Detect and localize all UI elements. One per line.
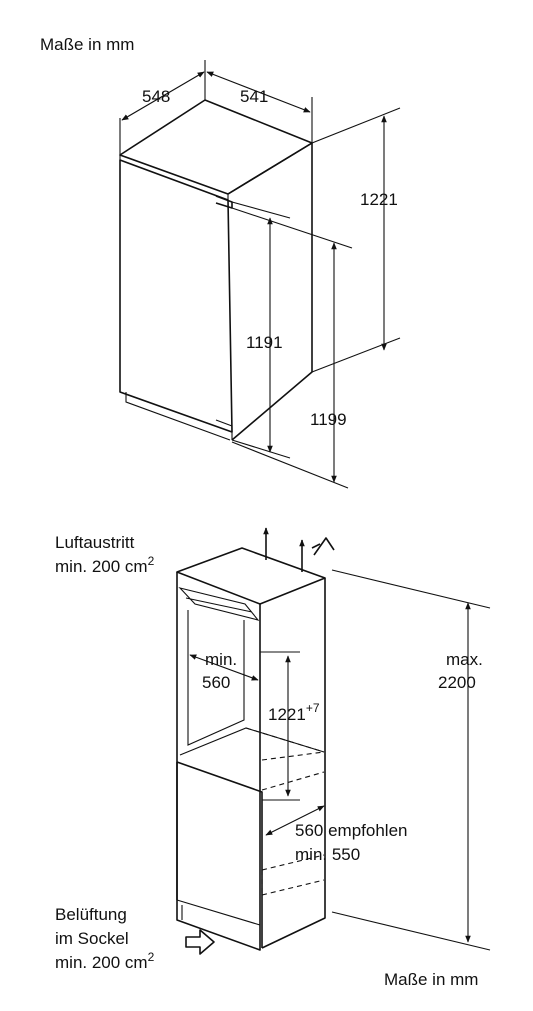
niche-front-frame [176,572,261,951]
depth-dimension-line [121,71,205,121]
vent-label-1: Belüftung [55,905,127,924]
airflow-arrow-3 [311,537,335,556]
appliance-top-face [119,99,313,195]
max-height-label: max. [446,650,483,669]
width-dimension-line [206,71,311,113]
total-height-value: 1221 [360,190,398,209]
vent-exponent: 2 [148,950,155,964]
niche-width-dimension-line [189,654,259,681]
width-value: 541 [240,87,268,106]
depth-value: 548 [142,87,170,106]
units-label-bottom: Maße in mm [384,970,478,989]
niche-height-value: 1221 [268,705,306,724]
niche-drawing: Luftaustritt min. 200 cm2 min. 560 1221 [55,527,491,989]
air-outlet-value: min. 200 cm [55,557,148,576]
ventilation-arrow [185,929,215,955]
svg-text:min. 200 cm2: min. 200 cm2 [55,554,155,576]
niche-width-value: 560 [202,673,230,692]
lower-door-panel [176,761,263,948]
door-handle [215,195,233,209]
appliance-plinth [125,392,233,441]
appliance-door [119,159,233,433]
niche-depth-dimension-line [265,805,325,836]
svg-text:1221+7: 1221+7 [268,701,320,724]
door-height-value: 1199 [310,410,347,429]
svg-text:min. 200 cm2: min. 200 cm2 [55,950,155,972]
niche-depth-min: min. 550 [295,845,360,864]
appliance-drawing: Maße in mm 548 541 1221 1191 [40,35,401,489]
niche-side-wall [261,578,326,949]
body-height-value: 1191 [246,333,283,352]
hidden-lines [245,727,325,896]
niche-depth-recommended: 560 empfohlen [295,821,407,840]
vent-label-2: im Sockel [55,929,129,948]
vent-value: min. 200 cm [55,953,148,972]
max-height-value: 2200 [438,673,476,692]
air-outlet-label: Luftaustritt [55,533,135,552]
niche-height-tolerance: +7 [306,701,320,715]
units-label-top: Maße in mm [40,35,134,54]
air-outlet-exponent: 2 [148,554,155,568]
niche-width-min-label: min. [205,650,237,669]
